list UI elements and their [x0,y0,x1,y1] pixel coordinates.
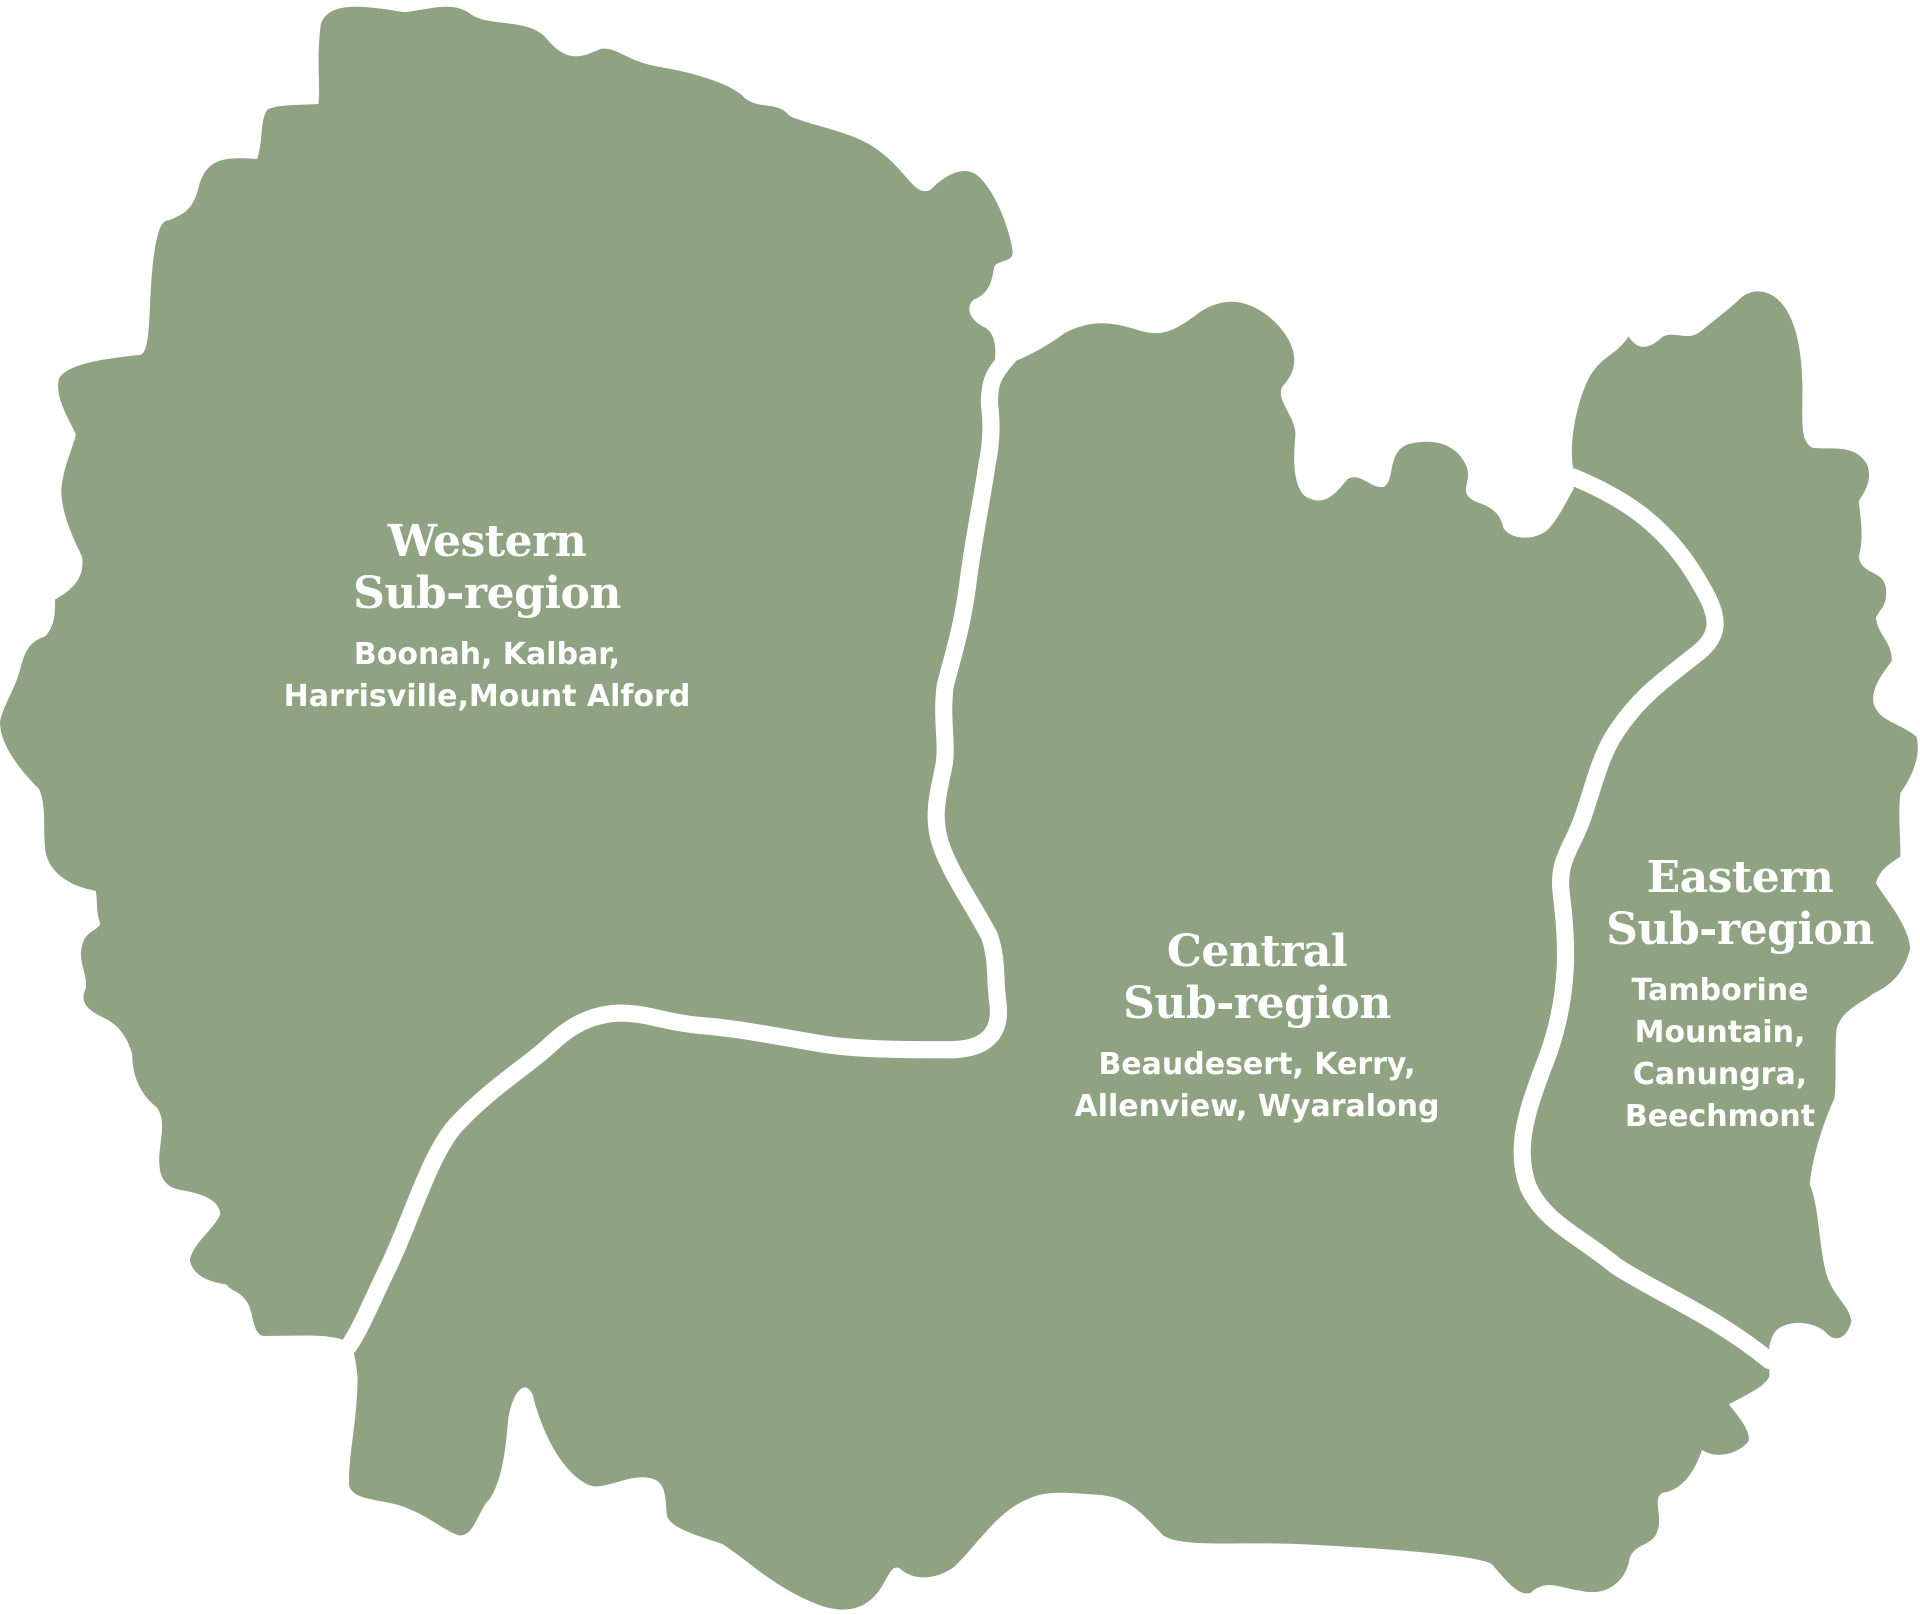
region-title-western: Western [387,516,587,567]
towns-line: Harrisville,Mount Alford [283,679,691,714]
territory-shape [0,6,1918,1610]
towns-line: Canungra, [1632,1057,1808,1092]
towns-line: Tamborine [1631,973,1809,1008]
region-label-western: Western Sub-region Boonah, Kalbar, Harri… [284,516,691,718]
region-title-western-line2: Sub-region [353,568,621,619]
region-title-eastern: Eastern [1646,852,1834,903]
region-label-eastern: Eastern Sub-region Tamborine Mountain, C… [1606,852,1874,1138]
region-towns-central: Beaudesert, Kerry, Allenview, Wyaralong [1075,1044,1440,1128]
towns-line: Beechmont [1624,1099,1816,1134]
towns-line: Beaudesert, Kerry, [1098,1047,1416,1082]
region-title-eastern-line2: Sub-region [1606,904,1874,955]
towns-line: Mountain, [1634,1015,1806,1050]
region-towns-eastern: Tamborine Mountain, Canungra, Beechmont [1566,970,1874,1138]
region-title-central: Central [1166,926,1348,977]
region-towns-western: Boonah, Kalbar, Harrisville,Mount Alford [284,634,691,718]
border-central-eastern [1513,468,1778,1370]
region-label-central: Central Sub-region Beaudesert, Kerry, Al… [1075,926,1440,1128]
towns-line: Allenview, Wyaralong [1074,1089,1440,1124]
border-western-central [340,346,1019,1355]
towns-line: Boonah, Kalbar, [353,637,621,672]
region-title-central-line2: Sub-region [1123,978,1391,1029]
